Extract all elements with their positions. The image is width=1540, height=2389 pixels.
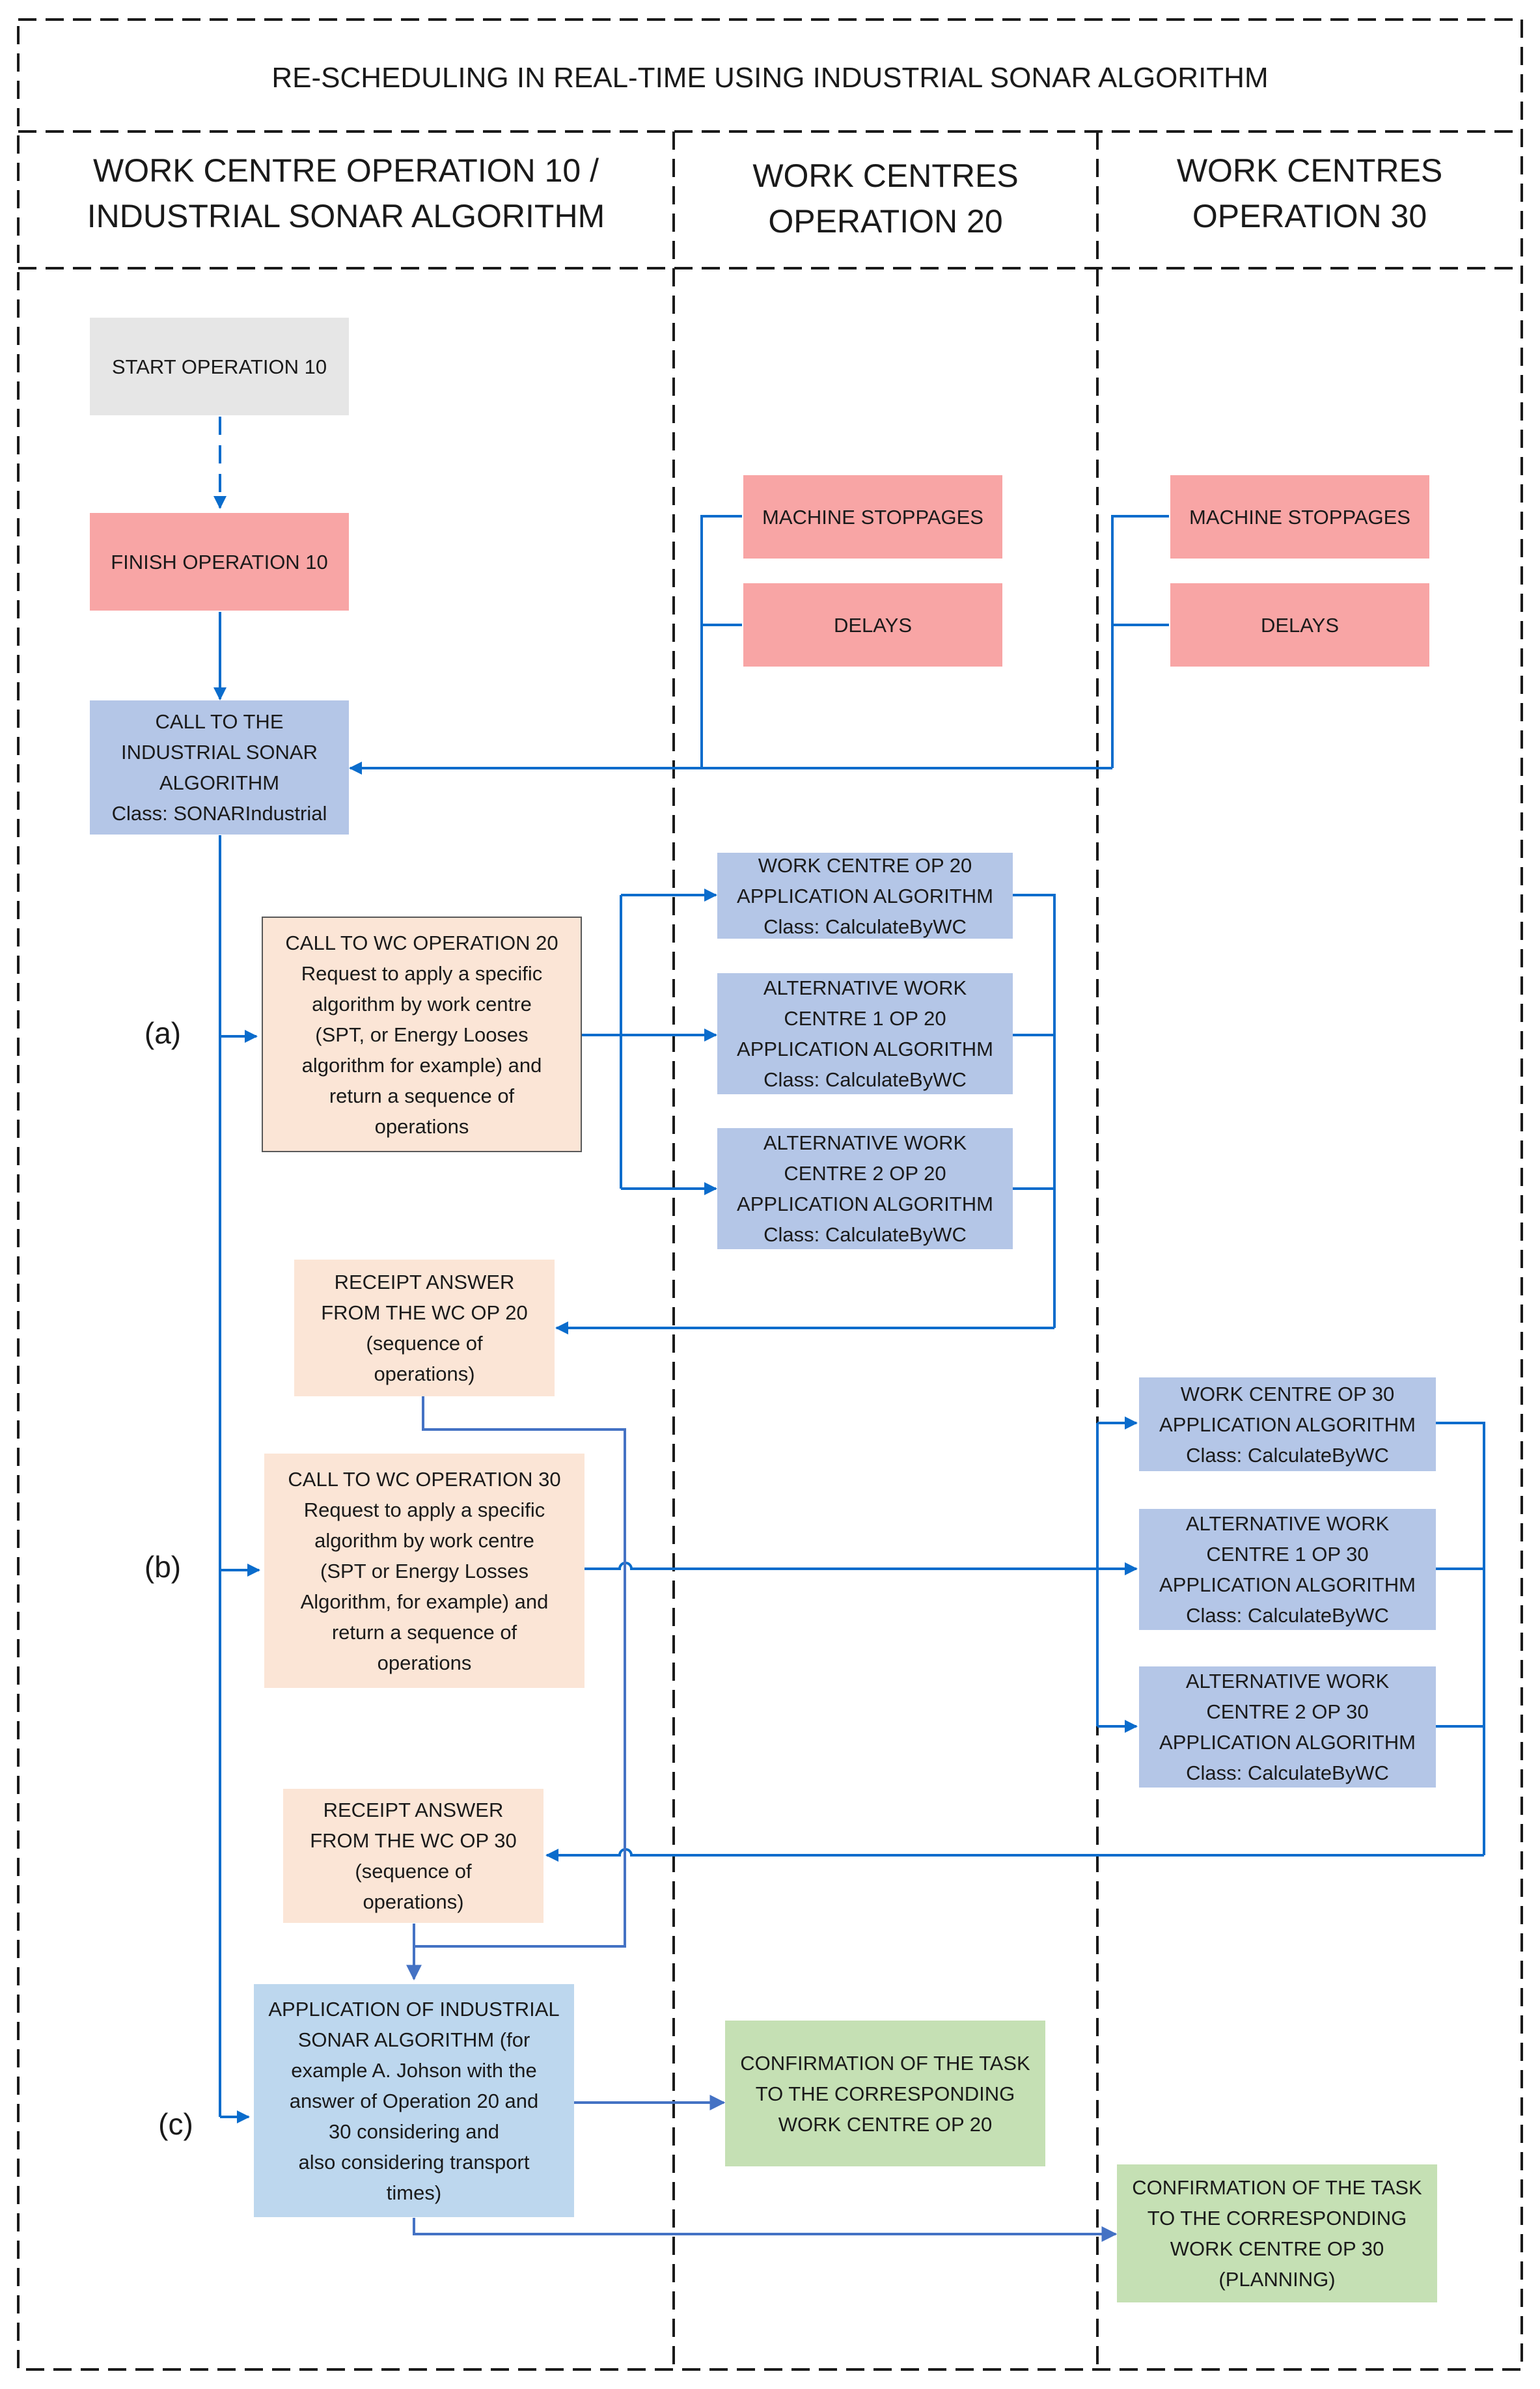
call-sonar-algorithm-node: CALL TO THE INDUSTRIAL SONAR ALGORITHM C… [90, 700, 349, 835]
swimlane-borders [17, 18, 1523, 2371]
lane-header-op10: WORK CENTRE OPERATION 10 / INDUSTRIAL SO… [87, 152, 605, 234]
call-wc-operation-30-node: CALL TO WC OPERATION 30 Request to apply… [264, 1454, 584, 1688]
outer-frame [17, 18, 1523, 2371]
alt-wc1-op30-algorithm-node: ALTERNATIVE WORK CENTRE 1 OP 30 APPLICAT… [1139, 1509, 1436, 1630]
connectors [213, 515, 1485, 2123]
confirmation-op20-node: CONFIRMATION OF THE TASK TO THE CORRESPO… [725, 2021, 1045, 2166]
call-wc-operation-20-node: CALL TO WC OPERATION 20 Request to apply… [262, 917, 582, 1152]
step-label-c: (c) [158, 2107, 193, 2141]
lane-header-op20: WORK CENTRES OPERATION 20 [752, 158, 1019, 240]
machine-stoppages-op30-node: MACHINE STOPPAGES [1170, 475, 1429, 559]
confirmation-op30-node: CONFIRMATION OF THE TASK TO THE CORRESPO… [1117, 2164, 1437, 2302]
alt-wc2-op20-algorithm-node: ALTERNATIVE WORK CENTRE 2 OP 20 APPLICAT… [717, 1128, 1013, 1249]
machine-stoppages-op20-node: MACHINE STOPPAGES [743, 475, 1002, 559]
finish-operation-10-node: FINISH OPERATION 10 [90, 513, 349, 611]
merge-connectors [406, 1383, 1118, 2242]
receipt-answer-op30-node: RECEIPT ANSWER FROM THE WC OP 30 (sequen… [283, 1789, 543, 1923]
alt-wc2-op30-algorithm-node: ALTERNATIVE WORK CENTRE 2 OP 30 APPLICAT… [1139, 1666, 1436, 1788]
wc-op30-algorithm-node: WORK CENTRE OP 30 APPLICATION ALGORITHM … [1139, 1377, 1436, 1471]
receipt-answer-op20-node: RECEIPT ANSWER FROM THE WC OP 20 (sequen… [294, 1260, 555, 1396]
lane-header-op30: WORK CENTRES OPERATION 30 [1176, 152, 1443, 234]
diagram-title: RE-SCHEDULING IN REAL-TIME USING INDUSTR… [271, 62, 1269, 94]
alt-wc1-op20-algorithm-node: ALTERNATIVE WORK CENTRE 1 OP 20 APPLICAT… [717, 973, 1013, 1094]
step-label-a: (a) [144, 1016, 182, 1050]
apply-sonar-algorithm-node: APPLICATION OF INDUSTRIAL SONAR ALGORITH… [254, 1984, 574, 2217]
delays-op20-node: DELAYS [743, 583, 1002, 667]
wc-op20-algorithm-node: WORK CENTRE OP 20 APPLICATION ALGORITHM … [717, 853, 1013, 939]
delays-op30-node: DELAYS [1170, 583, 1429, 667]
step-label-b: (b) [144, 1550, 182, 1584]
start-operation-10-node: START OPERATION 10 [90, 318, 349, 415]
